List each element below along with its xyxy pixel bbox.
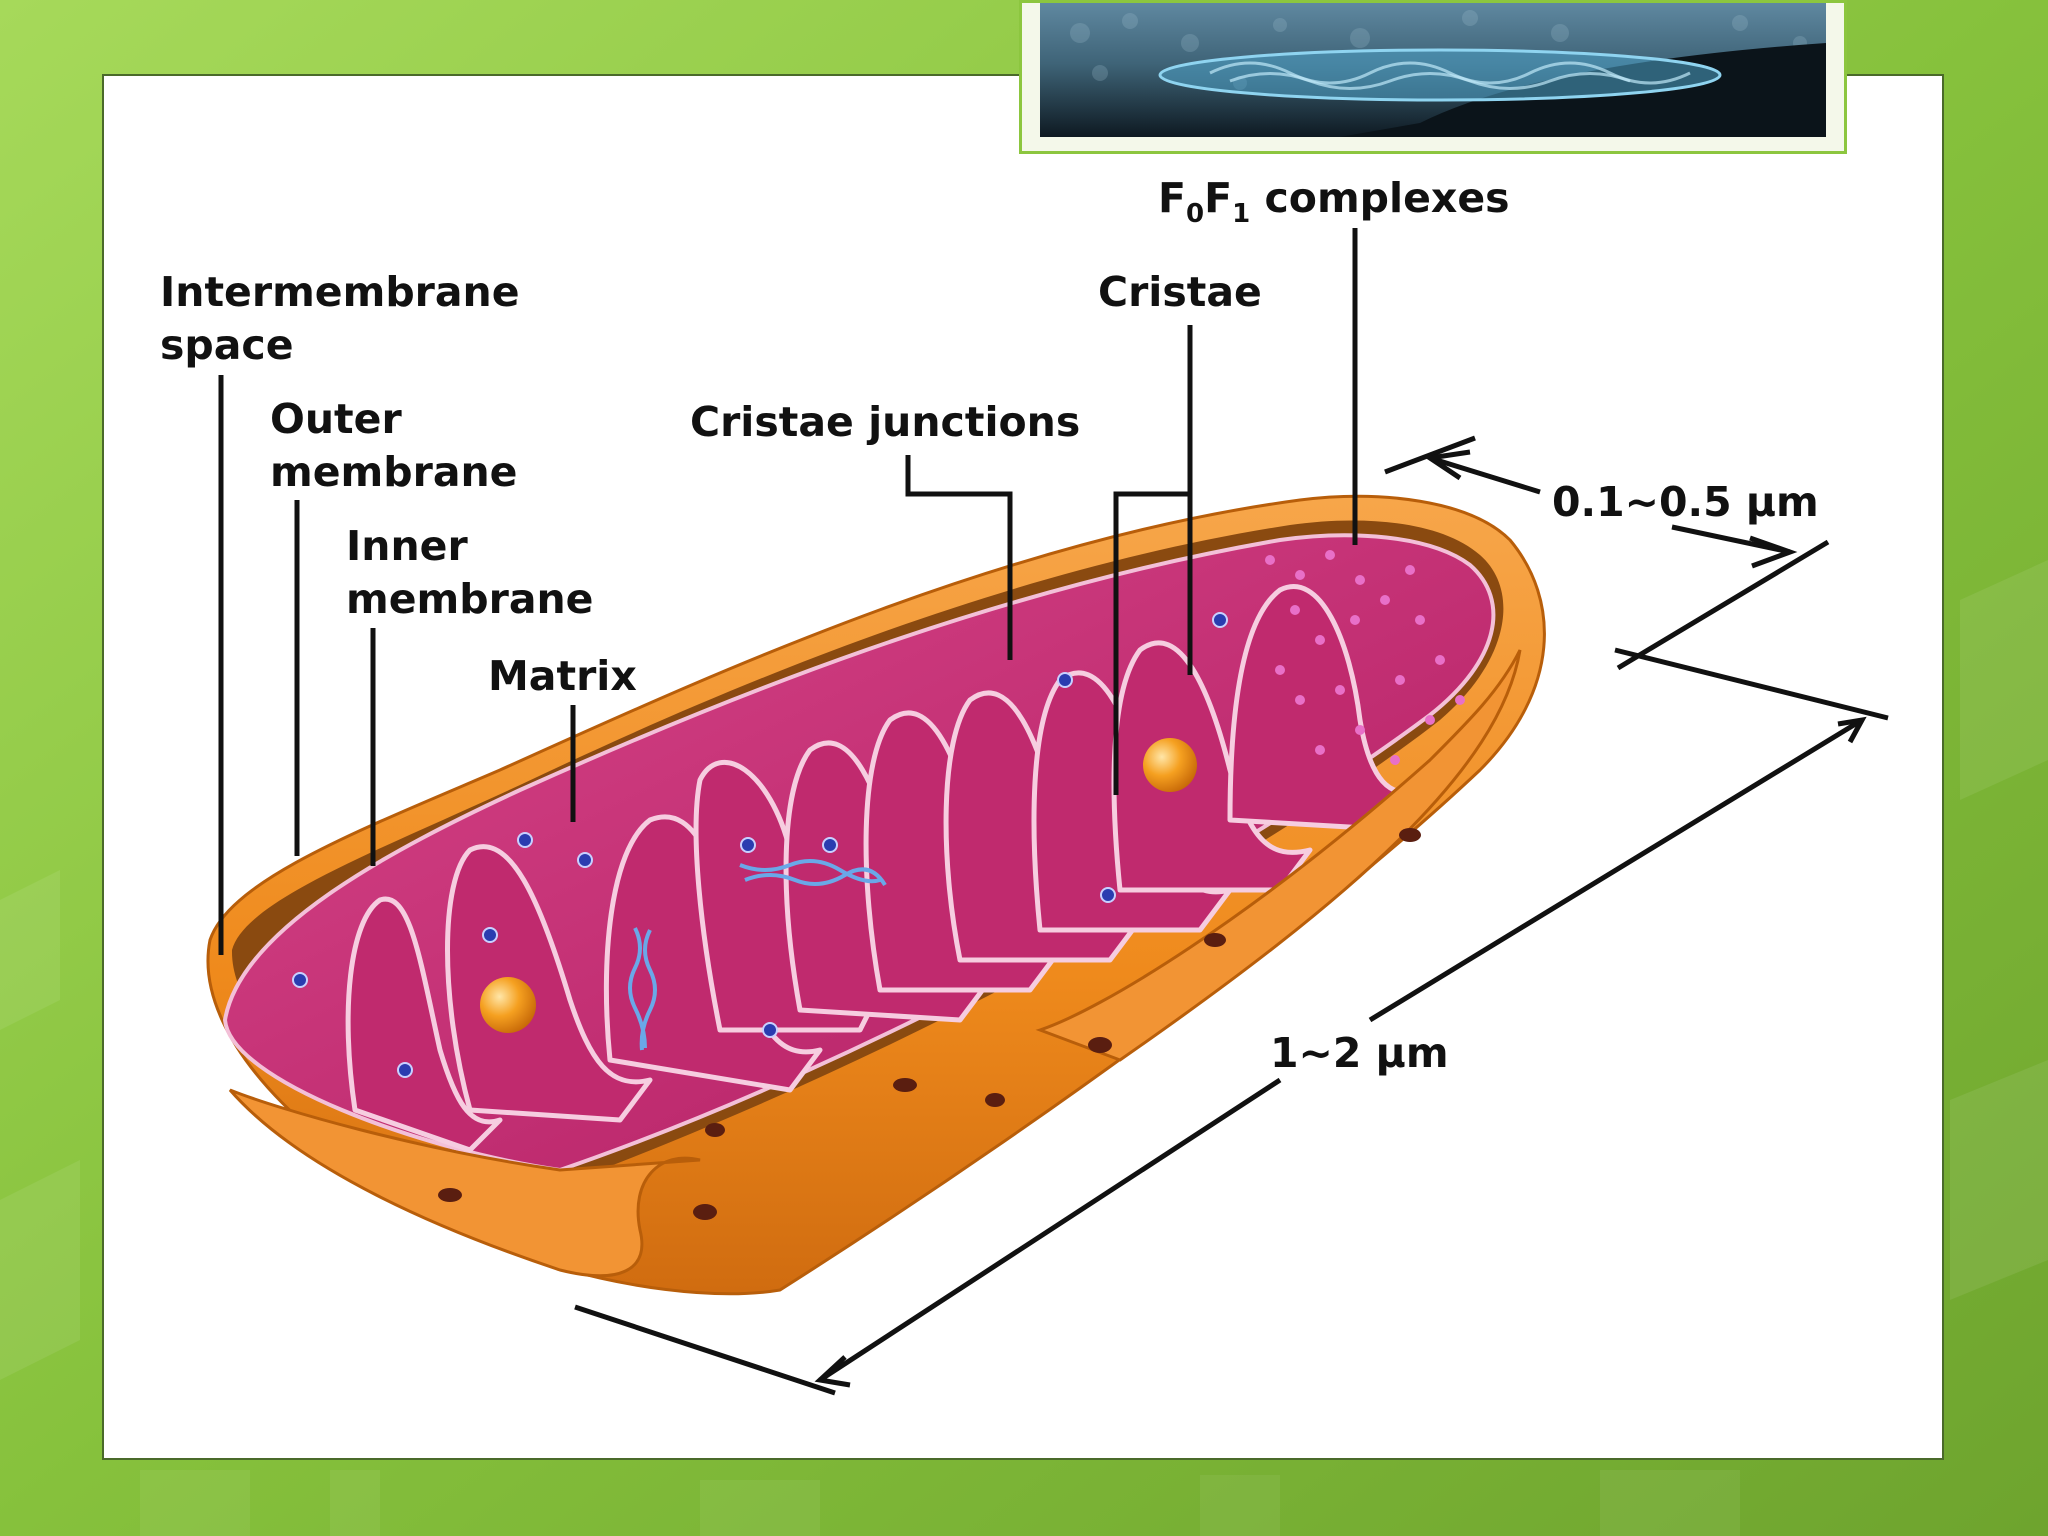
label-cristae: Cristae — [1098, 268, 1262, 316]
matrix-granule-right — [1143, 738, 1197, 792]
outer-membrane-front-left — [228, 1088, 701, 1278]
cristae-folds — [345, 584, 1423, 1153]
outer-membrane-front-right — [1035, 649, 1522, 1062]
f0f1-particles — [1265, 550, 1465, 765]
membrane-pores — [438, 828, 1421, 1220]
label-inner-membrane: Inner membrane — [346, 522, 594, 623]
micrograph-image — [1040, 3, 1826, 137]
length-dimension-marker — [574, 647, 1889, 1396]
width-dimension-marker — [1384, 435, 1830, 671]
label-f0f1-complexes: F0F1 complexes — [1158, 174, 1510, 229]
label-cristae-junctions: Cristae junctions — [690, 398, 1081, 446]
label-intermembrane-space: Intermembrane space — [160, 268, 520, 369]
label-width-dimension: 0.1~0.5 µm — [1552, 478, 1819, 526]
micrograph-inset — [1019, 0, 1847, 154]
label-length-dimension: 1~2 µm — [1270, 1029, 1449, 1077]
mitochondrial-dna — [628, 859, 887, 1051]
label-leader-lines — [218, 228, 1358, 955]
label-outer-membrane: Outer membrane — [270, 395, 518, 496]
ribosomes — [292, 612, 1228, 1078]
label-matrix: Matrix — [488, 652, 637, 700]
matrix-granule-left — [480, 977, 536, 1033]
